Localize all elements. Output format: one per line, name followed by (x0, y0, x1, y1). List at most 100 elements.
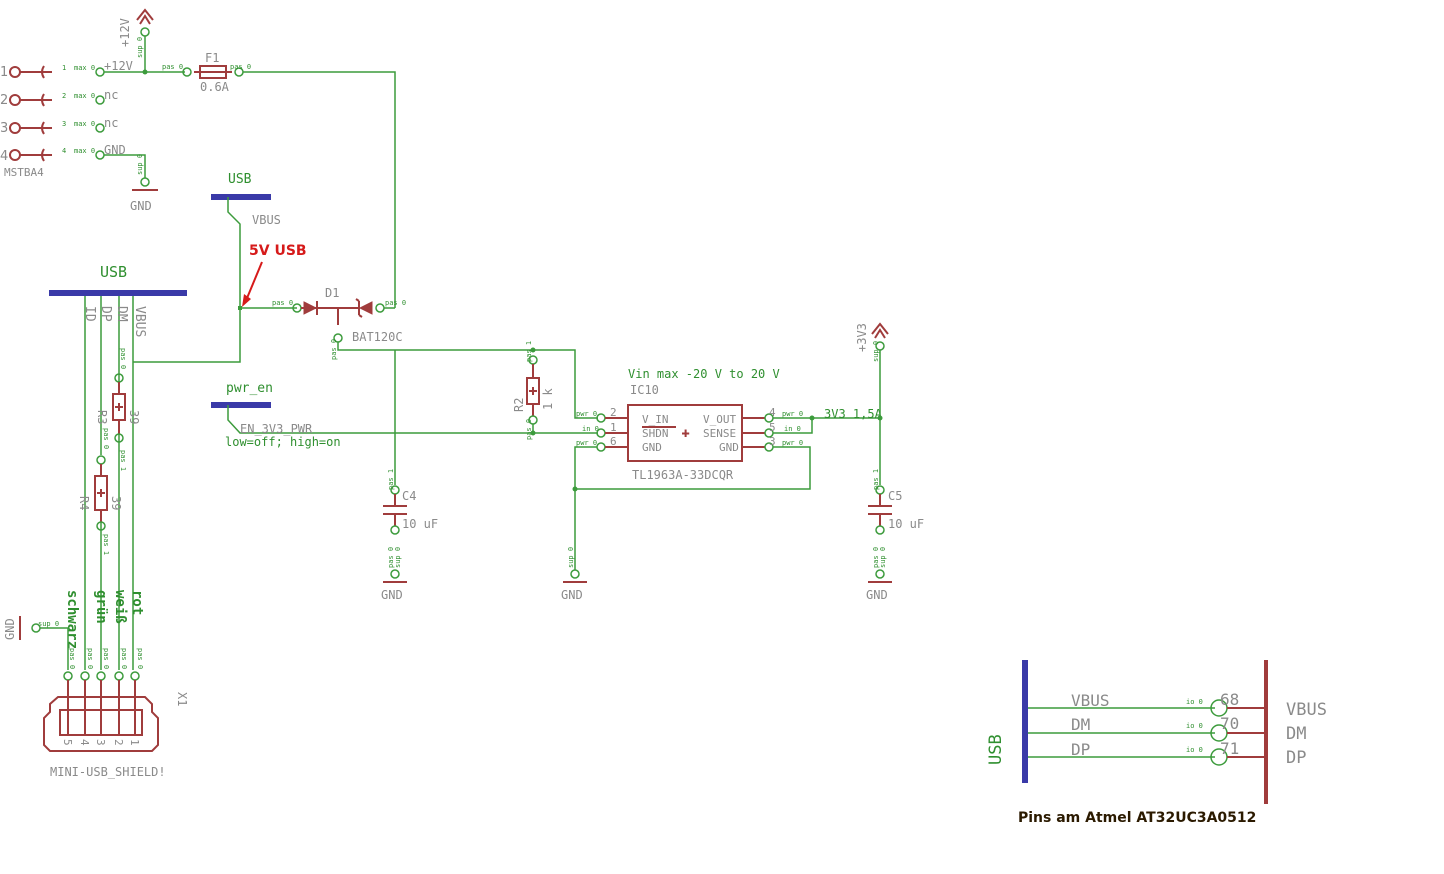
svg-text:sup 0: sup 0 (136, 37, 144, 58)
reg-pin-vout: V_OUT (703, 413, 736, 426)
atmel-signal-dm: DM (1071, 715, 1090, 734)
en-3v3-net: EN_3V3_PWR (240, 422, 313, 436)
svg-text:pas 0: pas 0 (387, 547, 395, 568)
svg-text:in 0: in 0 (582, 425, 599, 433)
pwr-en-note: low=off; high=on (225, 435, 341, 449)
usb-signal-dp: DP (98, 306, 113, 322)
svg-text:in 0: in 0 (784, 425, 801, 433)
connector-pin-1-net: +12V (104, 59, 133, 73)
connector-pin-1-padlabel: max 0 (74, 64, 95, 72)
c5-name: C5 (888, 489, 902, 503)
svg-text:pas 0: pas 0 (68, 648, 76, 669)
reg-pin-gnd-right: GND (719, 441, 739, 454)
connector-pin-4-padlabel: max 0 (74, 147, 95, 155)
svg-text:pas 0: pas 0 (102, 648, 110, 669)
gnd-symbol-regulator: sup 0 GND (561, 547, 587, 602)
diode-value: BAT120C (352, 330, 403, 344)
regulator-note: Vin max -20 V to 20 V (628, 367, 780, 381)
r4-value: 39 (109, 496, 123, 510)
capacitor-c4: pas 1 pas 0 sup 0 C4 10 uF GND (381, 350, 438, 602)
svg-text:pas 0: pas 0 (120, 648, 128, 669)
usb-signal-id: ID (82, 306, 97, 322)
svg-text:pas 1: pas 1 (102, 534, 110, 555)
mini-usb-value: MINI-USB_SHIELD! (50, 765, 166, 779)
svg-text:pwr 0: pwr 0 (782, 439, 803, 447)
mini-usb-pin-5: 5 (61, 739, 74, 746)
connector-pin-4-pad: 4 (62, 147, 66, 155)
vbus-net-label: VBUS (252, 213, 281, 227)
connector-mstba4: 1 1 max 0 +12V 2 2 max 0 nc 3 3 (0, 59, 146, 179)
svg-text:pwr 0: pwr 0 (576, 410, 597, 418)
mini-usb-x1: schwarz grün weiß rot GND sup 0 pas 0 pa… (3, 590, 189, 779)
svg-text:pas 1: pas 1 (119, 450, 127, 471)
pwr-en-net-label: pwr_en EN_3V3_PWR low=off; high=on (211, 381, 598, 449)
usb-bus-left: USB ID DP DM VBUS (49, 263, 187, 670)
svg-text:pas 0: pas 0 (119, 348, 127, 369)
reg-pin-vin: V_IN (642, 413, 669, 426)
connector-pin-3: 3 3 max 0 nc (0, 116, 118, 136)
reg-pin-shdn: SHDN (642, 427, 669, 440)
atmel-pin-68: 68 (1220, 690, 1239, 709)
supply-12v: +12V sup 0 (118, 8, 154, 75)
c5-value: 10 uF (888, 517, 924, 531)
connector-pin-3-number: 3 (0, 121, 8, 136)
atmel-usb-bus-label: USB (986, 734, 1006, 765)
wire-color-gruen: grün (93, 590, 109, 624)
gnd-label: GND (561, 588, 583, 602)
connector-pin-2-padlabel: max 0 (74, 92, 95, 100)
connector-pin-1-pad: 1 (62, 64, 66, 72)
r3-name: R3 (95, 410, 109, 424)
atmel-net-dm: DM (1286, 724, 1306, 744)
reg-pin-gnd-left: GND (642, 441, 662, 454)
svg-text:pas 0: pas 0 (872, 547, 880, 568)
svg-text:pas 0: pas 0 (162, 63, 183, 71)
svg-text:pwr 0: pwr 0 (576, 439, 597, 447)
reg-pin-4-num: 4 (769, 406, 776, 419)
svg-text:io 0: io 0 (1186, 746, 1203, 754)
reg-pin-5-num: 5 (769, 421, 776, 434)
annotation-text: 5V USB (249, 243, 307, 259)
reg-pin-6-num: 6 (610, 435, 617, 448)
annotation-5v-usb: 5V USB (242, 243, 307, 307)
capacitor-c5: pas 1 pas 0 sup 0 C5 10 uF GND (866, 469, 924, 602)
svg-text:sup 0: sup 0 (879, 547, 887, 568)
connector-pin-2-number: 2 (0, 93, 8, 108)
svg-text:sup 0: sup 0 (136, 154, 144, 175)
r3-value: 39 (127, 410, 141, 424)
connector-pin-2-net: nc (104, 88, 118, 102)
r2-name: R2 (512, 398, 526, 412)
pwr-en-label: pwr_en (226, 381, 273, 396)
atmel-signal-dp: DP (1071, 740, 1090, 759)
connector-name: MSTBA4 (4, 166, 44, 179)
regulator-ic10: Vin max -20 V to 20 V IC10 pwr 0 in 0 pw… (572, 367, 883, 570)
svg-text:pas 0: pas 0 (272, 299, 293, 307)
mini-usb-name: X1 (175, 692, 189, 706)
diode-d1: pas 0 pas 0 D1 BAT120C (292, 286, 598, 419)
wire-color-schwarz: schwarz (64, 590, 80, 649)
regulator-name: IC10 (630, 383, 659, 397)
supply-12v-label: +12V (118, 18, 132, 47)
atmel-pin-71: 71 (1220, 739, 1239, 758)
atmel-pin-70: 70 (1220, 714, 1239, 733)
connector-pin-2: 2 2 max 0 nc (0, 88, 118, 108)
atmel-usb-pins: USB VBUS DM DP io 0 io 0 io 0 68 70 71 V… (986, 660, 1327, 826)
reg-pin-3-num: 3 (769, 435, 776, 448)
gnd-label: GND (130, 199, 152, 213)
svg-text:sup 0: sup 0 (567, 547, 575, 568)
svg-text:pas 0: pas 0 (102, 428, 110, 449)
reg-pin-2-num: 2 (610, 406, 617, 419)
svg-text:pas 0: pas 0 (136, 648, 144, 669)
fuse-f1: pas 0 pas 0 F1 0.6A (145, 51, 396, 308)
svg-text:sup 0: sup 0 (38, 620, 59, 628)
svg-text:pas 1: pas 1 (387, 469, 395, 490)
svg-text:pas 0: pas 0 (230, 63, 251, 71)
svg-text:pas 0: pas 0 (330, 339, 338, 360)
atmel-caption: Pins am Atmel AT32UC3A0512 (1018, 810, 1256, 826)
supply-3v3: +3V3 sup 0 (855, 322, 889, 485)
reg-origin-plus: + (682, 426, 689, 440)
fuse-name: F1 (205, 51, 219, 65)
mini-usb-pin-4: 4 (78, 739, 91, 746)
usb-signal-vbus: VBUS (132, 306, 147, 337)
connector-pin-3-pad: 3 (62, 120, 66, 128)
